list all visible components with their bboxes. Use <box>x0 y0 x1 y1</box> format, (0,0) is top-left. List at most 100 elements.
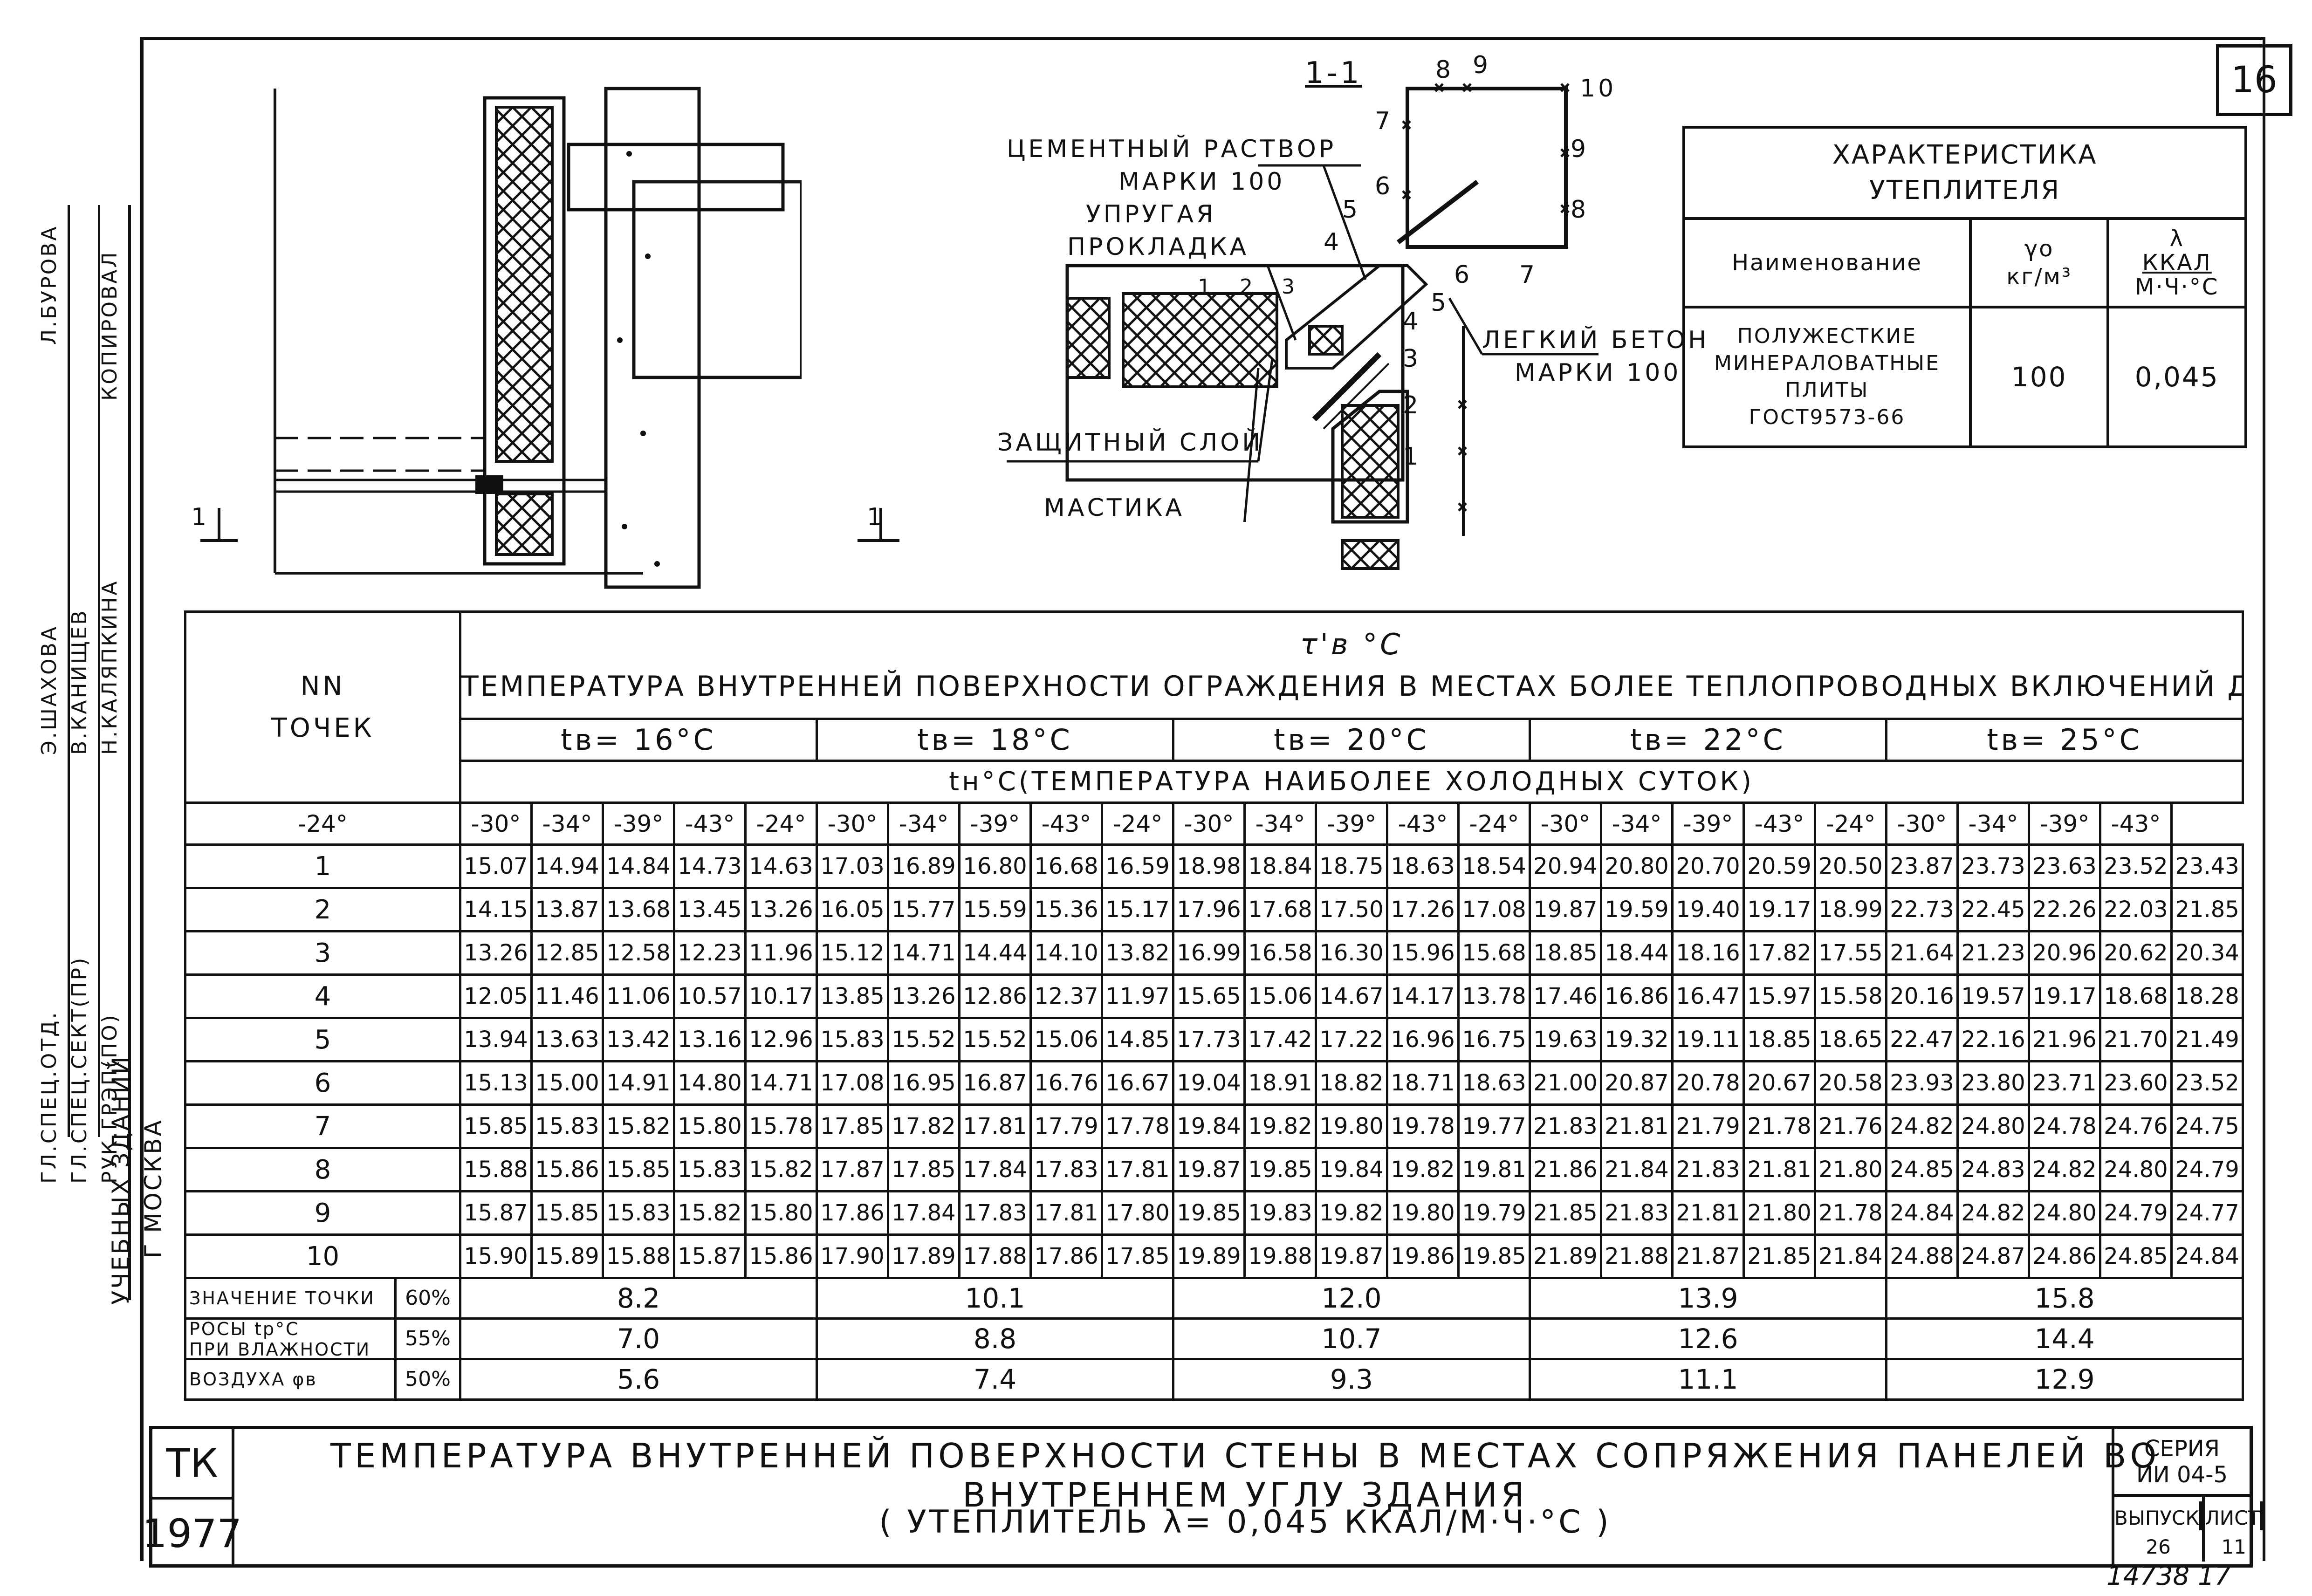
temperature-cell: 21.49 <box>2170 1017 2244 1062</box>
side-role-0: РУК.ГРЭП(ПО) <box>98 1013 122 1184</box>
temperature-cell: 19.86 <box>1386 1233 1460 1279</box>
temperature-cell: 24.80 <box>2099 1147 2173 1192</box>
tn-value: -30° <box>1885 801 1959 846</box>
temperature-cell: 17.03 <box>816 843 889 889</box>
pt-7-left: 7 <box>1375 107 1393 135</box>
temperature-cell: 19.81 <box>1457 1147 1531 1192</box>
temperature-cell: 18.84 <box>1243 843 1317 889</box>
temperature-cell: 19.78 <box>1386 1103 1460 1149</box>
temperature-cell: 12.96 <box>744 1017 818 1062</box>
dew-point-value: 10.7 <box>1172 1317 1531 1360</box>
temperature-cell: 23.60 <box>2099 1060 2173 1106</box>
tk-label: ТК <box>152 1429 232 1500</box>
temperature-cell: 17.08 <box>816 1060 889 1106</box>
temperature-cell: 24.79 <box>2099 1190 2173 1236</box>
point-number: 10 <box>184 1233 461 1279</box>
tv-group-2: tв= 20°С <box>1172 718 1531 762</box>
temperature-cell: 17.89 <box>887 1233 960 1279</box>
temperature-cell: 18.85 <box>1529 930 1602 976</box>
dew-point-value: 8.8 <box>816 1317 1174 1360</box>
temperature-cell: 21.84 <box>1600 1147 1674 1192</box>
temperature-cell: 17.96 <box>1172 887 1246 932</box>
temperature-cell: 15.83 <box>530 1103 604 1149</box>
temperature-cell: 18.98 <box>1172 843 1246 889</box>
pt-4-left: 4 <box>1324 228 1342 256</box>
temperature-cell: 20.58 <box>1814 1060 1887 1106</box>
temperature-cell: 15.88 <box>602 1233 675 1279</box>
label-protective-layer: ЗАЩИТНЫЙ СЛОЙ <box>997 429 1263 457</box>
temperature-cell: 15.68 <box>1457 930 1531 976</box>
temperature-cell: 13.26 <box>887 973 960 1019</box>
temperature-cell: 13.26 <box>459 930 533 976</box>
temperature-cell: 19.63 <box>1529 1017 1602 1062</box>
temperature-cell: 20.59 <box>1743 843 1816 889</box>
temperature-cell: 15.83 <box>602 1190 675 1236</box>
temperature-cell: 14.94 <box>530 843 604 889</box>
dew-point-value: 7.0 <box>459 1317 818 1360</box>
temperature-cell: 18.63 <box>1386 843 1460 889</box>
tn-value: -43° <box>1386 801 1460 846</box>
temperature-cell: 15.85 <box>602 1147 675 1192</box>
temperature-cell: 23.52 <box>2170 1060 2244 1106</box>
temperature-cell: 20.34 <box>2170 930 2244 976</box>
temperature-cell: 13.42 <box>602 1017 675 1062</box>
tau-symbol: τ'в °С <box>1300 627 1403 661</box>
temperature-cell: 15.85 <box>530 1190 604 1236</box>
points-header-label: ТОЧЕК <box>271 712 375 743</box>
tn-value: -30° <box>1172 801 1246 846</box>
temperature-cell: 16.58 <box>1243 930 1317 976</box>
label-mastic: МАСТИКА <box>1044 494 1185 522</box>
temperature-cell: 13.63 <box>530 1017 604 1062</box>
temperature-cell: 24.82 <box>1956 1190 2030 1236</box>
temperature-cell: 15.13 <box>459 1060 533 1106</box>
temperature-cell: 15.52 <box>887 1017 960 1062</box>
tn-value: -34° <box>887 801 960 846</box>
temperature-cell: 21.81 <box>1743 1147 1816 1192</box>
pt-7-joint: 7 <box>1519 261 1538 289</box>
temperature-cell: 19.87 <box>1529 887 1602 932</box>
side-name-0: Н.КАЛЯПКИНА <box>98 579 122 755</box>
temperature-cell: 19.82 <box>1386 1147 1460 1192</box>
temperature-cell: 19.77 <box>1457 1103 1531 1149</box>
point-number: 6 <box>184 1060 461 1106</box>
temperature-cell: 14.84 <box>602 843 675 889</box>
tn-header: tн°С(ТЕМПЕРАТУРА НАИБОЛЕЕ ХОЛОДНЫХ СУТОК… <box>459 760 2244 804</box>
temperature-cell: 24.84 <box>2170 1233 2244 1279</box>
series-box: СЕРИЯ ИИ 04-5 ВЫПУСК 26 ЛИСТ 11 <box>2112 1429 2263 1564</box>
section-arrows <box>200 508 899 542</box>
temperature-cell: 24.87 <box>1956 1233 2030 1279</box>
temperature-cell: 17.86 <box>816 1190 889 1236</box>
pt-9-right: 9 <box>1571 135 1589 163</box>
tn-value: -43° <box>1029 801 1103 846</box>
temperature-cell: 17.46 <box>1529 973 1602 1019</box>
temperature-cell: 17.81 <box>1029 1190 1103 1236</box>
dew-point-value: 12.9 <box>1885 1358 2244 1401</box>
temperature-cell: 18.99 <box>1814 887 1887 932</box>
temperature-cell: 19.32 <box>1600 1017 1674 1062</box>
tn-value: -43° <box>2099 801 2173 846</box>
temperature-cell: 13.94 <box>459 1017 533 1062</box>
temperature-cell: 16.76 <box>1029 1060 1103 1106</box>
temperature-cell: 21.76 <box>1814 1103 1887 1149</box>
temperature-cell: 17.84 <box>887 1190 960 1236</box>
temperature-cell: 21.96 <box>2028 1017 2101 1062</box>
temperature-cell: 15.58 <box>1814 973 1887 1019</box>
temperature-cell: 15.06 <box>1029 1017 1103 1062</box>
insulation-characteristic-table: ХАРАКТЕРИСТИКА УТЕПЛИТЕЛЯ Наименование γ… <box>1682 126 2247 448</box>
temperature-cell: 16.30 <box>1315 930 1388 976</box>
temperature-cell: 15.85 <box>459 1103 533 1149</box>
temperature-cell: 21.70 <box>2099 1017 2173 1062</box>
temperature-cell: 16.67 <box>1101 1060 1174 1106</box>
temperature-cell: 11.97 <box>1101 973 1174 1019</box>
lambda-symbol: λ <box>2169 226 2184 252</box>
temperature-cell: 17.55 <box>1814 930 1887 976</box>
left-frame-line <box>140 37 144 1561</box>
temperature-cell: 24.78 <box>2028 1103 2101 1149</box>
temperature-cell: 17.26 <box>1386 887 1460 932</box>
temperature-cell: 15.07 <box>459 843 533 889</box>
temperature-cell: 14.44 <box>958 930 1032 976</box>
